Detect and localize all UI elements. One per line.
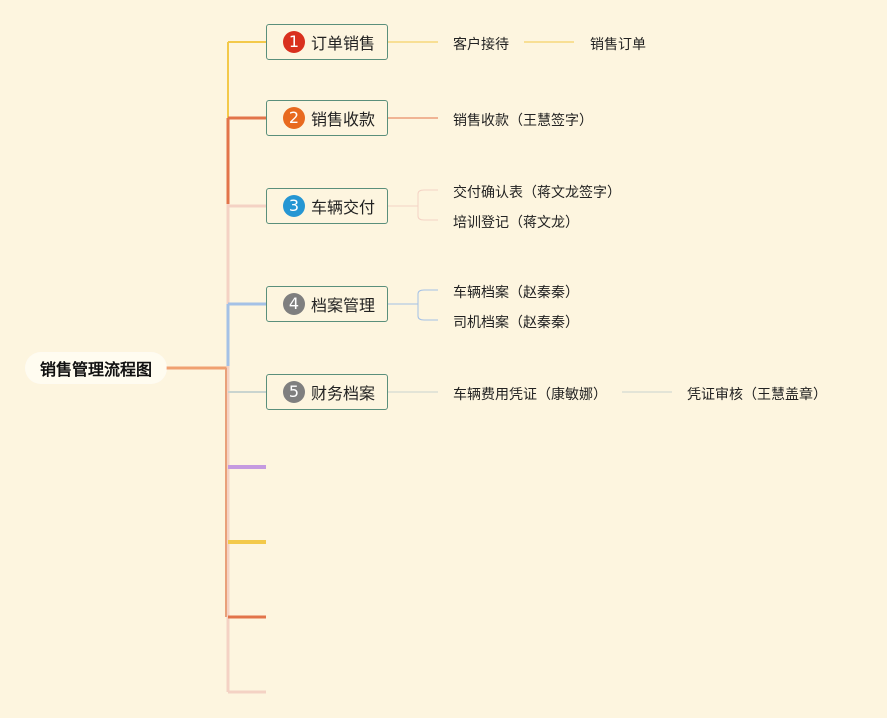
leaf-vehicle-archive[interactable]: 车辆档案（赵秦秦） (453, 285, 579, 301)
number-badge-5: 5 (283, 381, 305, 403)
leaf-line-4 (388, 289, 438, 321)
leaf-collection-sign[interactable]: 销售收款（王慧签字） (453, 113, 593, 129)
node-label: 销售收款 (311, 110, 376, 129)
number-badge-3: 3 (283, 195, 305, 217)
node-archive-management[interactable]: 4 档案管理 (266, 286, 388, 322)
node-label: 车辆交付 (311, 198, 376, 217)
number-badge-1: 1 (283, 31, 305, 53)
node-label: 财务档案 (311, 384, 376, 403)
node-label: 档案管理 (311, 296, 376, 315)
leaf-driver-archive[interactable]: 司机档案（赵秦秦） (453, 315, 579, 331)
node-sales-collection[interactable]: 2 销售收款 (266, 100, 388, 136)
root-node[interactable]: 销售管理流程图 (26, 353, 166, 383)
node-finance-archive[interactable]: 5 财务档案 (266, 374, 388, 410)
leaf-line-3 (388, 189, 438, 221)
leaf-delivery-confirm[interactable]: 交付确认表（蒋文龙签字） (453, 185, 621, 201)
leaf-sales-order[interactable]: 销售订单 (590, 37, 646, 53)
number-badge-4: 4 (283, 293, 305, 315)
node-order-sales[interactable]: 1 订单销售 (266, 24, 388, 60)
leaf-voucher-review[interactable]: 凭证审核（王慧盖章） (687, 387, 827, 403)
number-badge-2: 2 (283, 107, 305, 129)
leaf-training-record[interactable]: 培训登记（蒋文龙） (453, 215, 579, 231)
node-vehicle-delivery[interactable]: 3 车辆交付 (266, 188, 388, 224)
leaf-expense-voucher[interactable]: 车辆费用凭证（康敏娜） (453, 387, 607, 403)
node-label: 订单销售 (311, 34, 376, 53)
leaf-customer-reception[interactable]: 客户接待 (453, 37, 509, 53)
